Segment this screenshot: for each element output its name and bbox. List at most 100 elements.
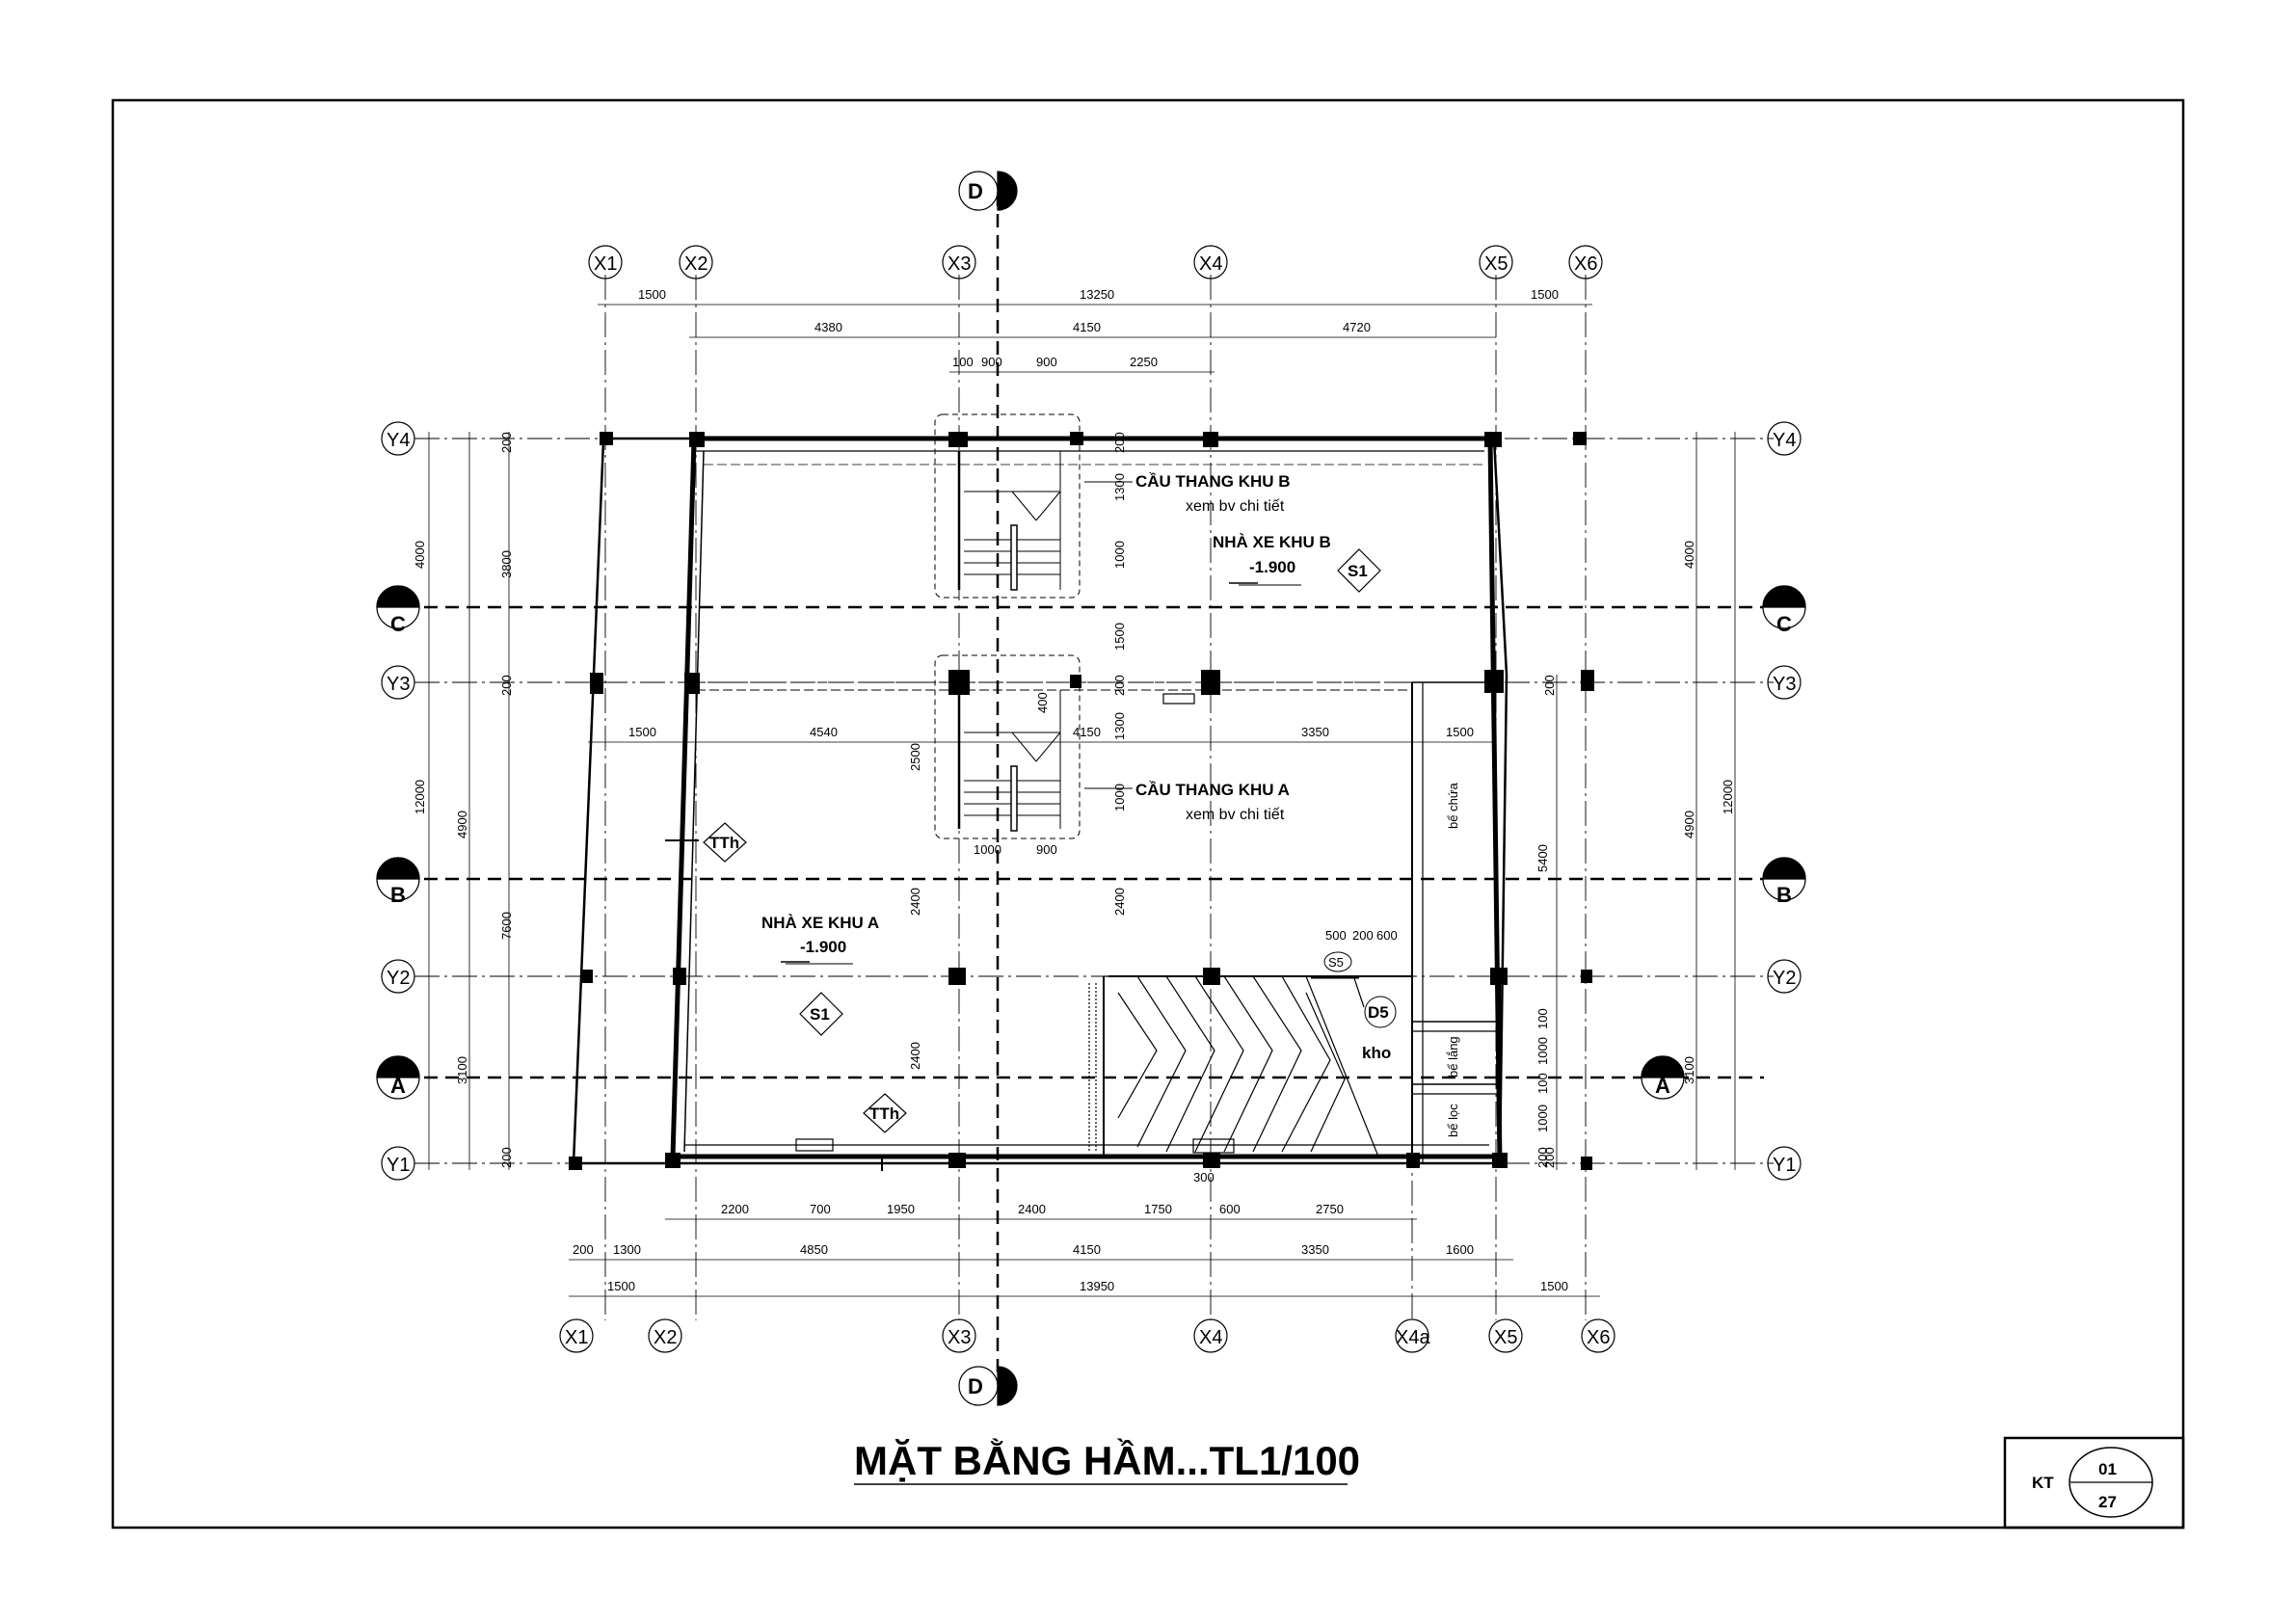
- label-parking-b: NHÀ XE KHU B: [1213, 533, 1331, 551]
- dim-right-inner-a: 200: [1542, 675, 1557, 696]
- label-parking-a: NHÀ XE KHU A: [761, 914, 879, 932]
- grid-x-bottom-6: X6: [1587, 1327, 1610, 1348]
- grid-bubbles: [381, 245, 1802, 1353]
- dim-bottom-2-c: 4850: [800, 1242, 828, 1257]
- dim-right-outer-b: 12000: [1721, 780, 1735, 814]
- label-be-tang: bể lắng: [1446, 1036, 1460, 1078]
- dim-bottom-1-a: 2200: [721, 1202, 749, 1216]
- dim-bottom-1-b: 700: [810, 1202, 831, 1216]
- grid-y-right-4: Y4: [1773, 430, 1796, 451]
- label-level-a: -1.900: [800, 938, 846, 956]
- section-cut-lines: [424, 193, 1764, 1383]
- dim-top-total: 13250: [1080, 287, 1114, 302]
- dim-left-inner-f: 200: [499, 1147, 514, 1168]
- label-kho: kho: [1362, 1044, 1391, 1062]
- dim-right-outer-c: 3100: [1682, 1056, 1696, 1084]
- dim-mid-e: 1500: [1446, 725, 1474, 739]
- section-d-bottom: D: [968, 1374, 983, 1398]
- dim-door-c: 600: [1376, 928, 1398, 943]
- dim-bottom-1-e: 1750: [1144, 1202, 1172, 1216]
- dim-stair-a-d: 1000: [1112, 784, 1127, 812]
- floor-code-a: S1: [810, 1005, 830, 1024]
- dim-top-3-c: 900: [1036, 355, 1057, 369]
- dim-door-b: 200: [1352, 928, 1374, 943]
- dim-top-2-c: 4720: [1343, 320, 1371, 334]
- section-a-left: A: [390, 1074, 406, 1098]
- label-be-chua: bể chứa: [1446, 782, 1460, 829]
- label-be-loc: bể lọc: [1446, 1104, 1460, 1137]
- grid-x-bottom-3: X3: [948, 1327, 971, 1348]
- grid-x-top-6: X6: [1574, 253, 1597, 275]
- dim-tank-b: 1000: [1535, 1037, 1550, 1065]
- dim-stair-b-e: 200: [1112, 675, 1127, 696]
- dim-bottom-2-d: 4150: [1073, 1242, 1101, 1257]
- dim-left-inner-c: 200: [499, 675, 514, 696]
- d5-marker: [1364, 996, 1397, 1028]
- dim-tank-d: 1000: [1535, 1104, 1550, 1132]
- dim-bottom-1-f: 600: [1219, 1202, 1241, 1216]
- dim-bottom-1-d: 2400: [1018, 1202, 1046, 1216]
- stair-a: [934, 654, 1081, 839]
- dim-mid-b: 4540: [810, 725, 838, 739]
- tth-markers: [703, 822, 907, 1133]
- dim-stair-a-e: 1000: [974, 842, 1001, 857]
- grid-y-left-1: Y1: [387, 1155, 410, 1176]
- dim-stair-a-c: 1300: [1112, 712, 1127, 740]
- dim-stair-b-d: 200: [1112, 432, 1127, 453]
- dim-stair-a-b: 2500: [908, 743, 922, 771]
- dim-tank-e: 200: [1535, 1147, 1550, 1168]
- dim-right-inner-c: 200: [1542, 1147, 1557, 1168]
- dim-left-inner-e: 7600: [499, 912, 514, 940]
- grid-y-right-3: Y3: [1773, 674, 1796, 695]
- dim-bottom-2-a: 200: [573, 1242, 594, 1257]
- dim-mid-v-d: 5400: [1535, 844, 1550, 872]
- dim-left-inner-d: 4900: [455, 811, 469, 838]
- dim-left-inner-b: 3800: [499, 550, 514, 578]
- dim-bottom-3-b: 13950: [1080, 1279, 1114, 1293]
- dim-stair-b-b: 1000: [1112, 541, 1127, 569]
- label-stair-b: CẦU THANG KHU B: [1135, 472, 1291, 491]
- dim-door-a: 500: [1325, 928, 1347, 943]
- label-level-b: -1.900: [1249, 558, 1295, 576]
- dim-bottom-2-b: 1300: [613, 1242, 641, 1257]
- small-details: [665, 693, 1365, 1171]
- dim-bottom-2-f: 1600: [1446, 1242, 1474, 1257]
- grid-x-bottom-5: X5: [1494, 1327, 1517, 1348]
- floor-code-markers: [799, 548, 1381, 1036]
- dim-right-inner-b: 4900: [1682, 811, 1696, 838]
- sheet-total: 27: [2098, 1493, 2117, 1511]
- dim-mid-c: 4150: [1073, 725, 1101, 739]
- dim-top-3-a: 100: [952, 355, 974, 369]
- grid-x-top-2: X2: [684, 253, 707, 275]
- grid-x-bottom-2: X2: [654, 1327, 677, 1348]
- label-d5: D5: [1368, 1003, 1389, 1022]
- grid-x-bottom-4a: X4a: [1396, 1327, 1430, 1348]
- drawing-title: MẶT BẰNG HẦM...TL1/100: [854, 1438, 1360, 1483]
- dim-bottom-1-c: 1950: [887, 1202, 915, 1216]
- label-stair-a-detail: xem bv chi tiết: [1186, 807, 1285, 823]
- dimension-lines: [428, 304, 1736, 1297]
- label-tth-2: TTh: [869, 1104, 899, 1123]
- dim-bottom-3-a: 1500: [607, 1279, 635, 1293]
- dim-stair-a-f: 900: [1036, 842, 1057, 857]
- floor-code-b: S1: [1348, 562, 1368, 580]
- section-a-right: A: [1655, 1074, 1670, 1098]
- dim-top-3-b: 900: [981, 355, 1002, 369]
- label-stair-a: CẦU THANG KHU A: [1135, 781, 1290, 799]
- dim-tank-c: 100: [1535, 1073, 1550, 1094]
- section-d-top: D: [968, 179, 983, 203]
- grid-x-top-5: X5: [1484, 253, 1508, 275]
- dim-left-outer-c: 3100: [455, 1056, 469, 1084]
- grid-x-bottom-4: X4: [1199, 1327, 1222, 1348]
- section-c-right: C: [1776, 612, 1792, 636]
- grid-x-top-3: X3: [948, 253, 971, 275]
- section-c-left: C: [390, 612, 406, 636]
- dim-stair-b-a: 1300: [1112, 473, 1127, 501]
- dim-tank-a: 100: [1535, 1008, 1550, 1029]
- grid-y-left-2: Y2: [387, 968, 410, 989]
- ramp: [1088, 975, 1379, 1157]
- dim-left-inner-a: 200: [499, 432, 514, 453]
- dim-left-outer-a: 4000: [413, 541, 427, 569]
- grid-y-right-2: Y2: [1773, 968, 1796, 989]
